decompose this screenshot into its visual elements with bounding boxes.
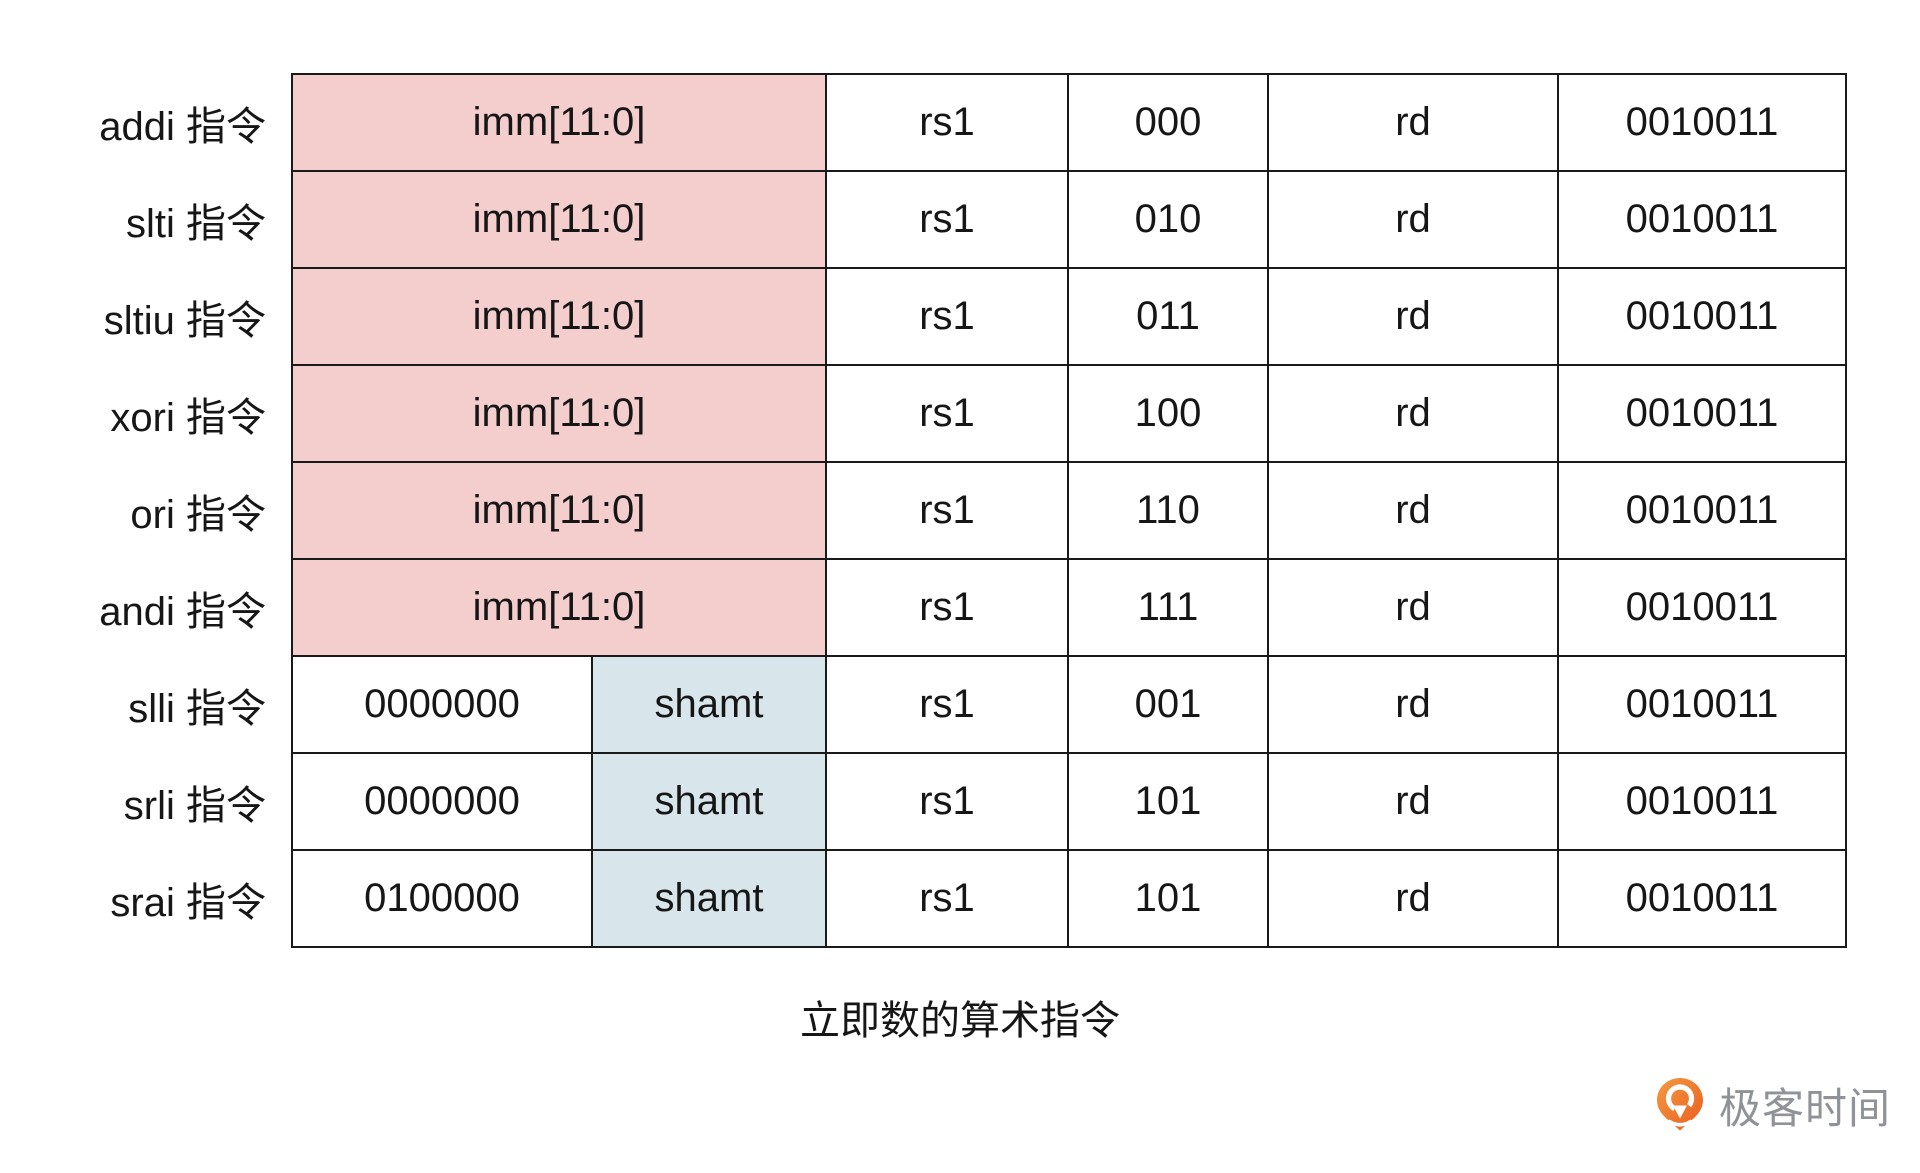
row-label: srai 指令 (110, 880, 266, 925)
cell-funct3: 010 (1067, 170, 1269, 269)
cell-opcode: 0010011 (1557, 558, 1847, 657)
table-row: srai 指令 0100000 shamt rs1 101 rd 0010011 (40, 849, 1847, 948)
cell-funct3: 110 (1067, 461, 1269, 560)
table-row: xori 指令 imm[11:0] rs1 100 rd 0010011 (40, 364, 1847, 463)
cell-opcode: 0010011 (1557, 267, 1847, 366)
cell-funct3: 111 (1067, 558, 1269, 657)
row-label: xori 指令 (110, 395, 266, 440)
cell-funct3: 011 (1067, 267, 1269, 366)
cell-funct3: 000 (1067, 73, 1269, 172)
cell-rd: rd (1267, 849, 1559, 948)
cell-funct3: 001 (1067, 655, 1269, 754)
cell-rs1: rs1 (825, 655, 1069, 754)
cell-opcode: 0010011 (1557, 73, 1847, 172)
cell-rs1: rs1 (825, 752, 1069, 851)
geektime-logo: 极客时间 (1656, 1076, 1891, 1134)
cell-funct7: 0000000 (291, 655, 593, 754)
cell-rd: rd (1267, 267, 1559, 366)
cell-shamt: shamt (591, 752, 827, 851)
cell-opcode: 0010011 (1557, 849, 1847, 948)
table-row: andi 指令 imm[11:0] rs1 111 rd 0010011 (40, 558, 1847, 657)
table-row: ori 指令 imm[11:0] rs1 110 rd 0010011 (40, 461, 1847, 560)
cell-rd: rd (1267, 461, 1559, 560)
table-row: slli 指令 0000000 shamt rs1 001 rd 0010011 (40, 655, 1847, 754)
cell-imm: imm[11:0] (291, 73, 827, 172)
row-label: addi 指令 (99, 104, 266, 149)
table-row: addi 指令 imm[11:0] rs1 000 rd 0010011 (40, 73, 1847, 172)
cell-rs1: rs1 (825, 364, 1069, 463)
cell-rd: rd (1267, 73, 1559, 172)
cell-rd: rd (1267, 752, 1559, 851)
cell-rd: rd (1267, 170, 1559, 269)
cell-rs1: rs1 (825, 170, 1069, 269)
diagram-caption: 立即数的算术指令 (800, 999, 1120, 1043)
cell-imm: imm[11:0] (291, 558, 827, 657)
cell-funct3: 101 (1067, 849, 1269, 948)
cell-rs1: rs1 (825, 267, 1069, 366)
cell-opcode: 0010011 (1557, 170, 1847, 269)
cell-rd: rd (1267, 655, 1559, 754)
cell-funct7: 0000000 (291, 752, 593, 851)
cell-imm: imm[11:0] (291, 364, 827, 463)
cell-imm: imm[11:0] (291, 170, 827, 269)
table-row: srli 指令 0000000 shamt rs1 101 rd 0010011 (40, 752, 1847, 851)
cell-rs1: rs1 (825, 849, 1069, 948)
cell-rs1: rs1 (825, 461, 1069, 560)
cell-opcode: 0010011 (1557, 364, 1847, 463)
cell-imm: imm[11:0] (291, 461, 827, 560)
table-row: sltiu 指令 imm[11:0] rs1 011 rd 0010011 (40, 267, 1847, 366)
cell-opcode: 0010011 (1557, 461, 1847, 560)
cell-opcode: 0010011 (1557, 655, 1847, 754)
cell-rs1: rs1 (825, 558, 1069, 657)
cell-shamt: shamt (591, 655, 827, 754)
cell-imm: imm[11:0] (291, 267, 827, 366)
geektime-logo-icon (1657, 1078, 1703, 1131)
cell-rs1: rs1 (825, 73, 1069, 172)
cell-rd: rd (1267, 364, 1559, 463)
row-label: slti 指令 (126, 201, 266, 246)
geektime-logo-text: 极客时间 (1719, 1084, 1892, 1132)
cell-funct7: 0100000 (291, 849, 593, 948)
instruction-format-table: addi 指令 imm[11:0] rs1 000 rd 0010011 slt… (40, 73, 1847, 948)
cell-opcode: 0010011 (1557, 752, 1847, 851)
cell-shamt: shamt (591, 849, 827, 948)
row-label: srli 指令 (123, 783, 266, 828)
row-label: sltiu 指令 (103, 298, 266, 343)
row-label: ori 指令 (130, 492, 266, 537)
table-row: slti 指令 imm[11:0] rs1 010 rd 0010011 (40, 170, 1847, 269)
cell-rd: rd (1267, 558, 1559, 657)
cell-funct3: 101 (1067, 752, 1269, 851)
cell-funct3: 100 (1067, 364, 1269, 463)
row-label: andi 指令 (99, 589, 266, 634)
row-label: slli 指令 (128, 686, 266, 731)
